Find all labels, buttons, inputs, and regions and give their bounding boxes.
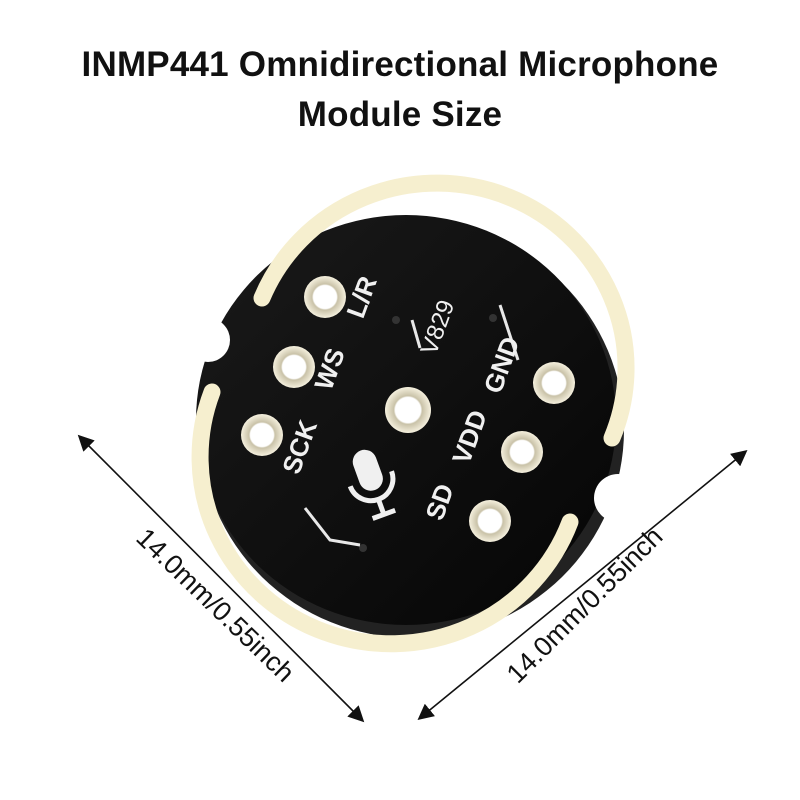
pad-lr [304,276,346,318]
pad-sd [469,500,511,542]
dimension-arrow-left [77,434,365,723]
pcb-board: L/R WS SCK V829 GND VDD SD [186,174,642,653]
via-1 [392,316,400,324]
pad-gnd [533,362,575,404]
dimension-arrow-right [417,449,748,721]
title-line-2: Module Size [297,95,503,134]
pad-mic-port [385,387,431,433]
board-notch-left [186,318,230,362]
pad-ws [273,346,315,388]
ground-ring-top [253,174,635,447]
title-line-1: INMP441 Omnidirectional Microphone [81,45,719,84]
via-2 [359,544,367,552]
silk-line-1 [410,319,422,349]
pad-vdd [501,431,543,473]
pad-sck [241,414,283,456]
page-title: INMP441 Omnidirectional Microphone Modul… [0,40,800,140]
via-3 [489,314,497,322]
silk-line-2 [498,304,520,361]
board-notch-right [594,474,642,522]
